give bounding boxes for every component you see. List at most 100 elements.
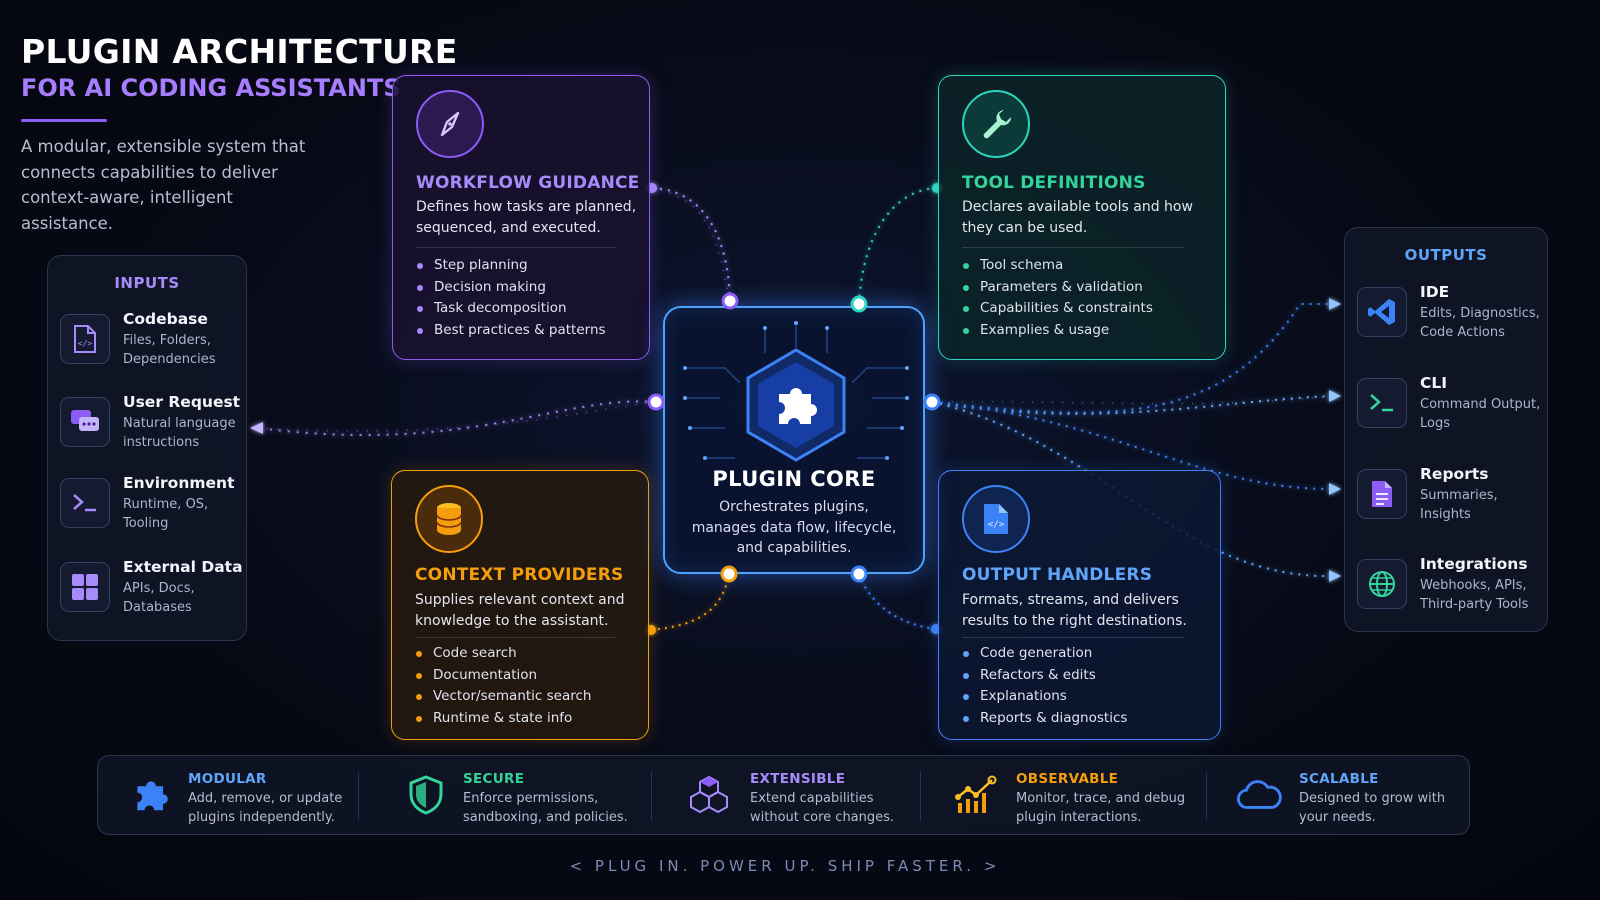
page-subtitle: FOR AI CODING ASSISTANTS bbox=[21, 74, 401, 102]
terminal-icon bbox=[60, 478, 110, 528]
database-icon bbox=[415, 485, 483, 553]
puzzle-icon bbox=[128, 772, 174, 818]
output-title: Integrations bbox=[1420, 555, 1528, 573]
input-item-user-request[interactable]: User Request Natural language instructio… bbox=[60, 393, 250, 463]
input-item-codebase[interactable]: </> Codebase Files, Folders, Dependencie… bbox=[60, 310, 250, 380]
feature-bar: MODULAR Add, remove, or update plugins i… bbox=[97, 755, 1470, 835]
output-title: Reports bbox=[1420, 465, 1489, 483]
workflow-guidance-list: Step planning Decision making Task decom… bbox=[416, 255, 606, 341]
output-item-cli[interactable]: CLI Command Output, Logs bbox=[1357, 374, 1547, 444]
list-item: Refactors & edits bbox=[962, 665, 1127, 687]
connector-core-inputs bbox=[250, 400, 657, 437]
title-underline bbox=[21, 119, 107, 122]
list-item: Decision making bbox=[416, 277, 606, 299]
output-subtitle: Command Output, Logs bbox=[1420, 397, 1541, 431]
divider bbox=[415, 637, 615, 638]
list-item: Step planning bbox=[416, 255, 606, 277]
output-handlers-description: Formats, streams, and delivers results t… bbox=[962, 592, 1187, 629]
chat-bubbles-icon bbox=[60, 397, 110, 447]
code-file-icon: </> bbox=[60, 314, 110, 364]
input-subtitle: Natural language instructions bbox=[123, 416, 236, 450]
connector-context-core bbox=[646, 573, 730, 635]
workflow-guidance-card[interactable]: WORKFLOW GUIDANCE Defines how tasks are … bbox=[392, 75, 650, 360]
list-item: Examplies & usage bbox=[962, 320, 1153, 342]
input-subtitle: Runtime, OS, Tooling bbox=[123, 497, 209, 531]
output-item-reports[interactable]: Reports Summaries, Insights bbox=[1357, 465, 1547, 535]
input-item-environment[interactable]: Environment Runtime, OS, Tooling bbox=[60, 474, 250, 544]
tool-definitions-card[interactable]: TOOL DEFINITIONS Declares available tool… bbox=[938, 75, 1226, 360]
terminal-icon bbox=[1357, 378, 1407, 428]
document-icon bbox=[1357, 469, 1407, 519]
output-title: CLI bbox=[1420, 374, 1448, 392]
output-item-integrations[interactable]: Integrations Webhooks, APIs, Third-party… bbox=[1357, 555, 1547, 625]
output-handlers-card[interactable]: </> OUTPUT HANDLERS Formats, streams, an… bbox=[938, 470, 1221, 740]
plugin-core-description: Orchestrates plugins, manages data flow,… bbox=[691, 499, 897, 556]
tagline: < PLUG IN. POWER UP. SHIP FASTER. > bbox=[569, 857, 1001, 875]
divider bbox=[1206, 772, 1207, 820]
chart-line-icon bbox=[953, 772, 999, 818]
plugin-core[interactable] bbox=[663, 306, 925, 574]
list-item: Best practices & patterns bbox=[416, 320, 606, 342]
feature-title: SCALABLE bbox=[1299, 771, 1379, 787]
input-item-external-data[interactable]: External Data APIs, Docs, Databases bbox=[60, 558, 250, 628]
input-subtitle: APIs, Docs, Databases bbox=[123, 581, 195, 615]
cloud-icon bbox=[1236, 772, 1282, 818]
input-title: Codebase bbox=[123, 310, 208, 328]
outputs-heading: OUTPUTS bbox=[1404, 246, 1488, 264]
vscode-icon bbox=[1357, 287, 1407, 337]
divider bbox=[416, 247, 616, 248]
connector-core-output-handlers bbox=[858, 573, 941, 634]
shield-icon bbox=[403, 772, 449, 818]
output-subtitle: Edits, Diagnostics, Code Actions bbox=[1420, 306, 1540, 340]
tool-definitions-title: TOOL DEFINITIONS bbox=[962, 173, 1146, 193]
input-subtitle: Files, Folders, Dependencies bbox=[123, 333, 216, 367]
list-item: Vector/semantic search bbox=[415, 686, 592, 708]
list-item: Runtime & state info bbox=[415, 708, 592, 730]
feature-title: SECURE bbox=[463, 771, 525, 787]
tool-definitions-description: Declares available tools and how they ca… bbox=[962, 199, 1193, 236]
list-item: Code search bbox=[415, 643, 592, 665]
input-title: Environment bbox=[123, 474, 235, 492]
output-handlers-list: Code generation Refactors & edits Explan… bbox=[962, 643, 1127, 729]
input-title: External Data bbox=[123, 558, 243, 576]
divider bbox=[358, 772, 359, 820]
output-title: IDE bbox=[1420, 283, 1450, 301]
feature-subtitle: Add, remove, or update plugins independe… bbox=[188, 791, 343, 825]
tool-definitions-list: Tool schema Parameters & validation Capa… bbox=[962, 255, 1153, 341]
output-item-ide[interactable]: IDE Edits, Diagnostics, Code Actions bbox=[1357, 283, 1547, 353]
list-item: Documentation bbox=[415, 665, 592, 687]
context-providers-card[interactable]: CONTEXT PROVIDERS Supplies relevant cont… bbox=[391, 470, 649, 740]
feature-subtitle: Designed to grow with your needs. bbox=[1299, 791, 1446, 825]
inputs-panel: INPUTS </> Codebase Files, Folders, Depe… bbox=[47, 255, 247, 641]
globe-icon bbox=[1357, 559, 1407, 609]
output-subtitle: Webhooks, APIs, Third-party Tools bbox=[1420, 578, 1529, 612]
list-item: Capabilities & constraints bbox=[962, 298, 1153, 320]
grid-apps-icon bbox=[60, 562, 110, 612]
divider bbox=[651, 772, 652, 820]
context-providers-title: CONTEXT PROVIDERS bbox=[415, 565, 624, 585]
connector-tools-core bbox=[858, 183, 942, 305]
list-item: Parameters & validation bbox=[962, 277, 1153, 299]
feature-subtitle: Monitor, trace, and debug plugin interac… bbox=[1016, 791, 1186, 825]
svg-text:</>: </> bbox=[988, 520, 1005, 530]
page-title: PLUGIN ARCHITECTURE bbox=[21, 32, 458, 71]
feature-title: OBSERVABLE bbox=[1016, 771, 1119, 787]
compass-icon bbox=[416, 90, 484, 158]
context-providers-list: Code search Documentation Vector/semanti… bbox=[415, 643, 592, 729]
context-providers-description: Supplies relevant context and knowledge … bbox=[415, 592, 625, 629]
list-item: Tool schema bbox=[962, 255, 1153, 277]
output-subtitle: Summaries, Insights bbox=[1420, 488, 1498, 522]
feature-title: MODULAR bbox=[188, 771, 267, 787]
workflow-guidance-title: WORKFLOW GUIDANCE bbox=[416, 173, 640, 193]
inputs-heading: INPUTS bbox=[114, 274, 180, 292]
connector-workflow-core bbox=[647, 183, 731, 302]
plugin-core-title: PLUGIN CORE bbox=[712, 467, 876, 491]
feature-title: EXTENSIBLE bbox=[750, 771, 846, 787]
connector-core-outputs bbox=[931, 298, 1341, 582]
divider bbox=[920, 772, 921, 820]
list-item: Task decomposition bbox=[416, 298, 606, 320]
page-description: A modular, extensible system that connec… bbox=[21, 137, 306, 233]
list-item: Explanations bbox=[962, 686, 1127, 708]
outputs-panel: OUTPUTS IDE Edits, Diagnostics, Code Act… bbox=[1344, 227, 1548, 632]
